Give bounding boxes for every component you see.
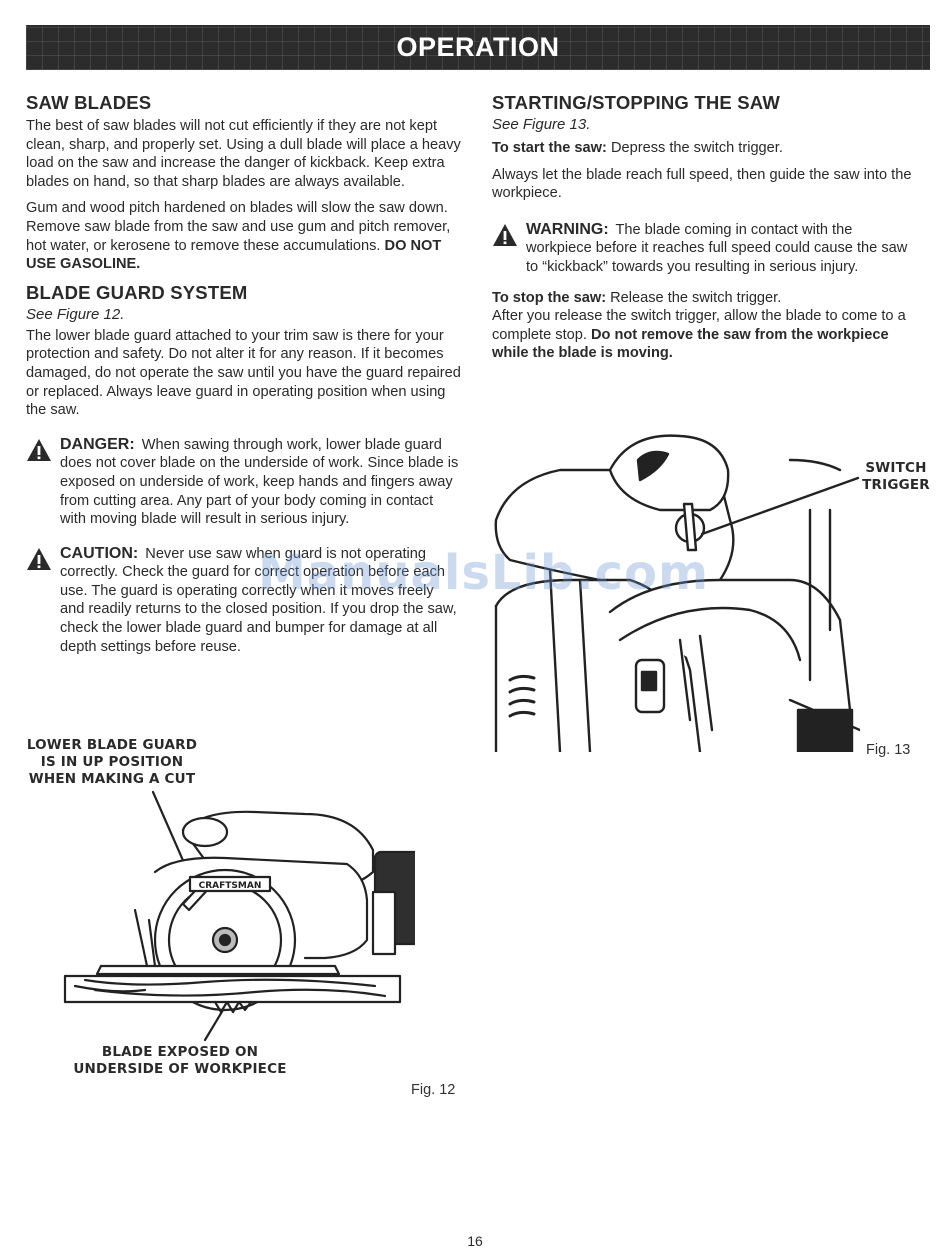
- warning-triangle-icon: [26, 438, 56, 529]
- callout-line: UNDERSIDE OF WORKPIECE: [73, 1061, 287, 1077]
- callout-line: LOWER BLADE GUARD: [26, 737, 198, 753]
- left-column: SAW BLADES The best of saw blades will n…: [26, 92, 462, 662]
- callout-line: SWITCH: [865, 460, 927, 476]
- starting-stopping-heading: STARTING/STOPPING THE SAW: [492, 92, 781, 113]
- callout-line: TRIGGER: [862, 477, 930, 493]
- saw-blades-p2-text: Gum and wood pitch hardened on blades wi…: [26, 200, 451, 254]
- callout-line: BLADE EXPOSED ON: [101, 1044, 259, 1060]
- callout-line: WHEN MAKING A CUT: [28, 771, 196, 787]
- figure-13-label: Fig. 13: [866, 742, 911, 758]
- start-instruction: To start the saw: Depress the switch tri…: [492, 139, 922, 158]
- danger-label: DANGER:: [60, 435, 135, 453]
- do-not-remove-warning: Do not remove the saw from the workpiece…: [492, 326, 889, 362]
- start-label: To start the saw:: [492, 140, 607, 156]
- page-number: 16: [467, 1233, 483, 1249]
- after-release-paragraph: After you release the switch trigger, al…: [492, 307, 922, 363]
- full-speed-paragraph: Always let the blade reach full speed, t…: [492, 166, 912, 202]
- stop-text: Release the switch trigger.: [606, 289, 782, 306]
- caution-notice: CAUTION: Never use saw when guard is not…: [26, 545, 462, 657]
- see-figure-13: See Figure 13.: [492, 116, 591, 133]
- gasoline-warning: DO NOT USE GASOLINE.: [26, 237, 442, 273]
- caution-body: Never use saw when guard is not operatin…: [60, 545, 457, 655]
- fig12-top-callout: LOWER BLADE GUARD IS IN UP POSITION WHEN…: [26, 737, 198, 788]
- warning-notice: WARNING: The blade coming in contact wit…: [492, 221, 922, 277]
- stop-instruction: To stop the saw: Release the switch trig…: [492, 289, 922, 308]
- start-text: Depress the switch trigger.: [606, 140, 783, 156]
- right-column: STARTING/STOPPING THE SAW See Figure 13.…: [492, 92, 922, 371]
- saw-blades-paragraph-1: The best of saw blades will not cut effi…: [26, 118, 461, 190]
- section-banner: OPERATION: [26, 25, 930, 70]
- warning-label: WARNING:: [526, 220, 609, 238]
- watermark: ManualsLib.com: [258, 545, 709, 601]
- blade-guard-paragraph: The lower blade guard attached to your t…: [26, 327, 461, 419]
- figure-12-saw-illustration: CRAFTSMAN: [63, 790, 415, 1042]
- after-release-text: After you release the switch trigger, al…: [492, 308, 906, 343]
- page-title: OPERATION: [396, 32, 560, 62]
- craftsman-brand-label: CRAFTSMAN: [199, 881, 262, 891]
- caution-label: CAUTION:: [60, 544, 139, 562]
- stop-label: To stop the saw:: [492, 289, 607, 306]
- warning-triangle-icon: [492, 223, 522, 277]
- warning-text: WARNING: The blade coming in contact wit…: [522, 221, 922, 277]
- danger-notice: DANGER: When sawing through work, lower …: [26, 436, 462, 529]
- fig13-switch-trigger-callout: SWITCH TRIGGER: [856, 460, 936, 494]
- figure-13-saw-closeup-illustration: [494, 434, 860, 752]
- fig12-bottom-callout: BLADE EXPOSED ON UNDERSIDE OF WORKPIECE: [70, 1044, 290, 1078]
- caution-text: CAUTION: Never use saw when guard is not…: [56, 545, 462, 657]
- figure-12-label: Fig. 12: [411, 1082, 456, 1098]
- danger-text: DANGER: When sawing through work, lower …: [56, 436, 462, 529]
- saw-blades-heading: SAW BLADES: [26, 92, 152, 113]
- warning-body: The blade coming in contact with the wor…: [526, 221, 908, 275]
- warning-triangle-icon: [26, 547, 56, 657]
- saw-blades-paragraph-2: Gum and wood pitch hardened on blades wi…: [26, 199, 462, 273]
- callout-line: IS IN UP POSITION: [40, 754, 184, 770]
- see-figure-12: See Figure 12.: [26, 305, 125, 323]
- danger-body: When sawing through work, lower blade gu…: [60, 436, 459, 528]
- blade-guard-heading: BLADE GUARD SYSTEM: [26, 281, 248, 303]
